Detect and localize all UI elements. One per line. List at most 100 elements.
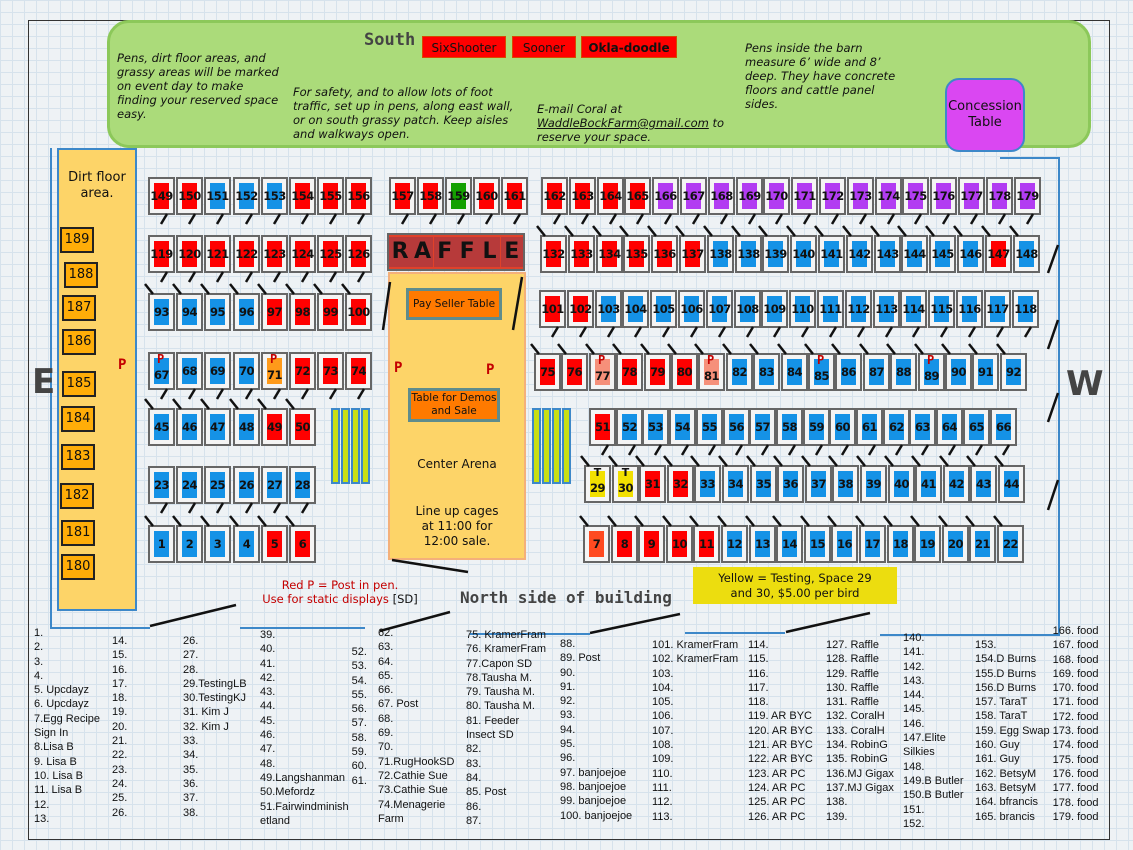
pen-1[interactable]: 1 (148, 525, 175, 563)
pen-126[interactable]: 126 (345, 235, 372, 273)
pen-40[interactable]: 40 (888, 465, 915, 503)
pen-147[interactable]: 147 (985, 235, 1012, 273)
pen-52[interactable]: 52 (616, 408, 643, 446)
pen-59[interactable]: 59 (803, 408, 830, 446)
pen-157[interactable]: 157 (389, 177, 416, 215)
pen-94[interactable]: 94 (176, 293, 203, 331)
pen-163[interactable]: 163 (569, 177, 596, 215)
pen-152[interactable]: 152 (233, 177, 260, 215)
pen-139[interactable]: 139 (762, 235, 789, 273)
pen-47[interactable]: 47 (204, 408, 231, 446)
pen-118[interactable]: 118 (1012, 290, 1039, 328)
pen-99[interactable]: 99 (317, 293, 344, 331)
pen-119[interactable]: 119 (148, 235, 175, 273)
pen-97[interactable]: 97 (261, 293, 288, 331)
pen-148[interactable]: 148 (1013, 235, 1040, 273)
pen-159[interactable]: 159 (445, 177, 472, 215)
pen-8[interactable]: 8 (611, 525, 638, 563)
pen-165[interactable]: 165 (624, 177, 651, 215)
pen-23[interactable]: 23 (148, 466, 175, 504)
pen-63[interactable]: 63 (909, 408, 936, 446)
pen-6[interactable]: 6 (289, 525, 316, 563)
pen-114[interactable]: 114 (900, 290, 927, 328)
pen-45[interactable]: 45 (148, 408, 175, 446)
pen-31[interactable]: 31 (639, 465, 666, 503)
pen-12[interactable]: 12 (721, 525, 748, 563)
pen-82[interactable]: 82 (726, 353, 753, 391)
pen-50[interactable]: 50 (289, 408, 316, 446)
pen-96[interactable]: 96 (233, 293, 260, 331)
dirt-pen[interactable]: 188 (64, 262, 98, 288)
pen-17[interactable]: 17 (859, 525, 886, 563)
pen-20[interactable]: 20 (942, 525, 969, 563)
pen-101[interactable]: 101 (539, 290, 566, 328)
pen-65[interactable]: 65 (963, 408, 990, 446)
pen-75[interactable]: 75 (534, 353, 561, 391)
pen-18[interactable]: 18 (887, 525, 914, 563)
pen-55[interactable]: 55 (696, 408, 723, 446)
pen-68[interactable]: 68 (176, 352, 203, 390)
pen-115[interactable]: 115 (928, 290, 955, 328)
email-link[interactable]: WaddleBockFarm@gmail.com (537, 116, 709, 130)
pen-124[interactable]: 124 (289, 235, 316, 273)
pen-106[interactable]: 106 (678, 290, 705, 328)
pen-113[interactable]: 113 (873, 290, 900, 328)
pen-151[interactable]: 151 (204, 177, 231, 215)
pen-138[interactable]: 138 (735, 235, 762, 273)
pen-164[interactable]: 164 (597, 177, 624, 215)
pen-10[interactable]: 10 (666, 525, 693, 563)
pen-166[interactable]: 166 (652, 177, 679, 215)
pen-60[interactable]: 60 (829, 408, 856, 446)
pen-170[interactable]: 170 (763, 177, 790, 215)
pen-33[interactable]: 33 (694, 465, 721, 503)
pen-26[interactable]: 26 (233, 466, 260, 504)
pen-72[interactable]: 72 (289, 352, 316, 390)
pen-83[interactable]: 83 (753, 353, 780, 391)
pen-143[interactable]: 143 (874, 235, 901, 273)
dirt-pen[interactable]: 183 (61, 444, 95, 470)
pen-34[interactable]: 34 (722, 465, 749, 503)
pen-149[interactable]: 149 (148, 177, 175, 215)
pen-7[interactable]: 7 (583, 525, 610, 563)
pen-116[interactable]: 116 (956, 290, 983, 328)
pen-46[interactable]: 46 (176, 408, 203, 446)
pen-95[interactable]: 95 (204, 293, 231, 331)
pen-156[interactable]: 156 (345, 177, 372, 215)
pen-43[interactable]: 43 (970, 465, 997, 503)
pen-111[interactable]: 111 (817, 290, 844, 328)
pen-78[interactable]: 78 (616, 353, 643, 391)
pen-22[interactable]: 22 (997, 525, 1024, 563)
pen-35[interactable]: 35 (750, 465, 777, 503)
pen-24[interactable]: 24 (176, 466, 203, 504)
pen-54[interactable]: 54 (669, 408, 696, 446)
pen-140[interactable]: 140 (790, 235, 817, 273)
pen-92[interactable]: 92 (1000, 353, 1027, 391)
pen-91[interactable]: 91 (972, 353, 999, 391)
pen-144[interactable]: 144 (901, 235, 928, 273)
pen-41[interactable]: 41 (915, 465, 942, 503)
pen-74[interactable]: 74 (345, 352, 372, 390)
pen-14[interactable]: 14 (776, 525, 803, 563)
pen-38[interactable]: 38 (832, 465, 859, 503)
pen-142[interactable]: 142 (846, 235, 873, 273)
pen-145[interactable]: 145 (929, 235, 956, 273)
pen-137[interactable]: 137 (679, 235, 706, 273)
pen-44[interactable]: 44 (998, 465, 1025, 503)
pen-3[interactable]: 3 (204, 525, 231, 563)
dirt-pen[interactable]: 187 (62, 295, 96, 321)
pen-98[interactable]: 98 (289, 293, 316, 331)
pen-171[interactable]: 171 (791, 177, 818, 215)
pen-117[interactable]: 117 (984, 290, 1011, 328)
pen-109[interactable]: 109 (761, 290, 788, 328)
pen-58[interactable]: 58 (776, 408, 803, 446)
dirt-pen[interactable]: 189 (60, 227, 94, 253)
dirt-pen[interactable]: 186 (62, 329, 96, 355)
pen-61[interactable]: 61 (856, 408, 883, 446)
pen-80[interactable]: 80 (671, 353, 698, 391)
pen-104[interactable]: 104 (622, 290, 649, 328)
pen-32[interactable]: 32 (667, 465, 694, 503)
pen-19[interactable]: 19 (914, 525, 941, 563)
